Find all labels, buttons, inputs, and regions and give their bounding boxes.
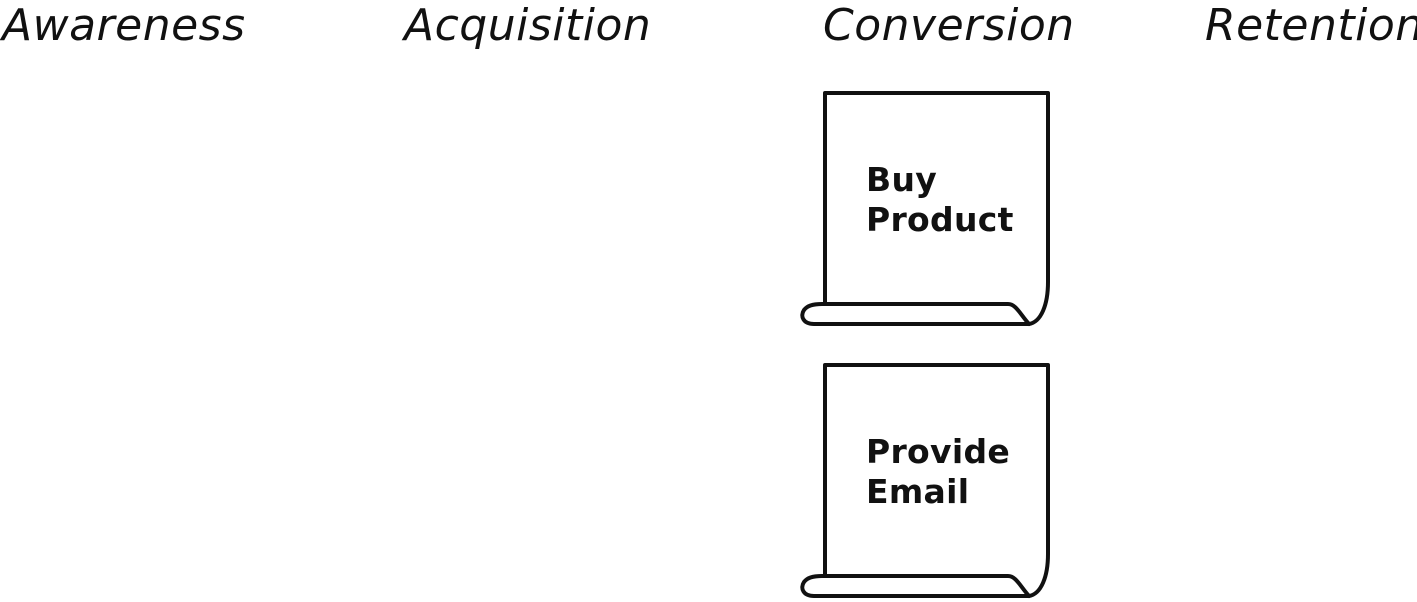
note-label-line-1: Buy	[866, 160, 938, 199]
note-label-line-1: Provide	[866, 432, 1011, 471]
sticky-note-label: Buy Product	[866, 160, 1046, 240]
stage-heading-awareness: Awareness	[2, 0, 246, 51]
sticky-note-shape	[800, 91, 1050, 326]
note-label-line-2: Product	[866, 200, 1014, 239]
sticky-note-buy-product[interactable]: Buy Product	[800, 90, 1052, 330]
sticky-note-label: Provide Email	[866, 432, 1046, 512]
sticky-note-provide-email[interactable]: Provide Email	[800, 362, 1052, 602]
stage-heading-acquisition: Acquisition	[404, 0, 652, 51]
sticky-note-shape	[800, 363, 1050, 598]
note-label-line-2: Email	[866, 472, 970, 511]
stage-heading-conversion: Conversion	[823, 0, 1075, 51]
stage-heading-retention: Retention	[1205, 0, 1417, 51]
